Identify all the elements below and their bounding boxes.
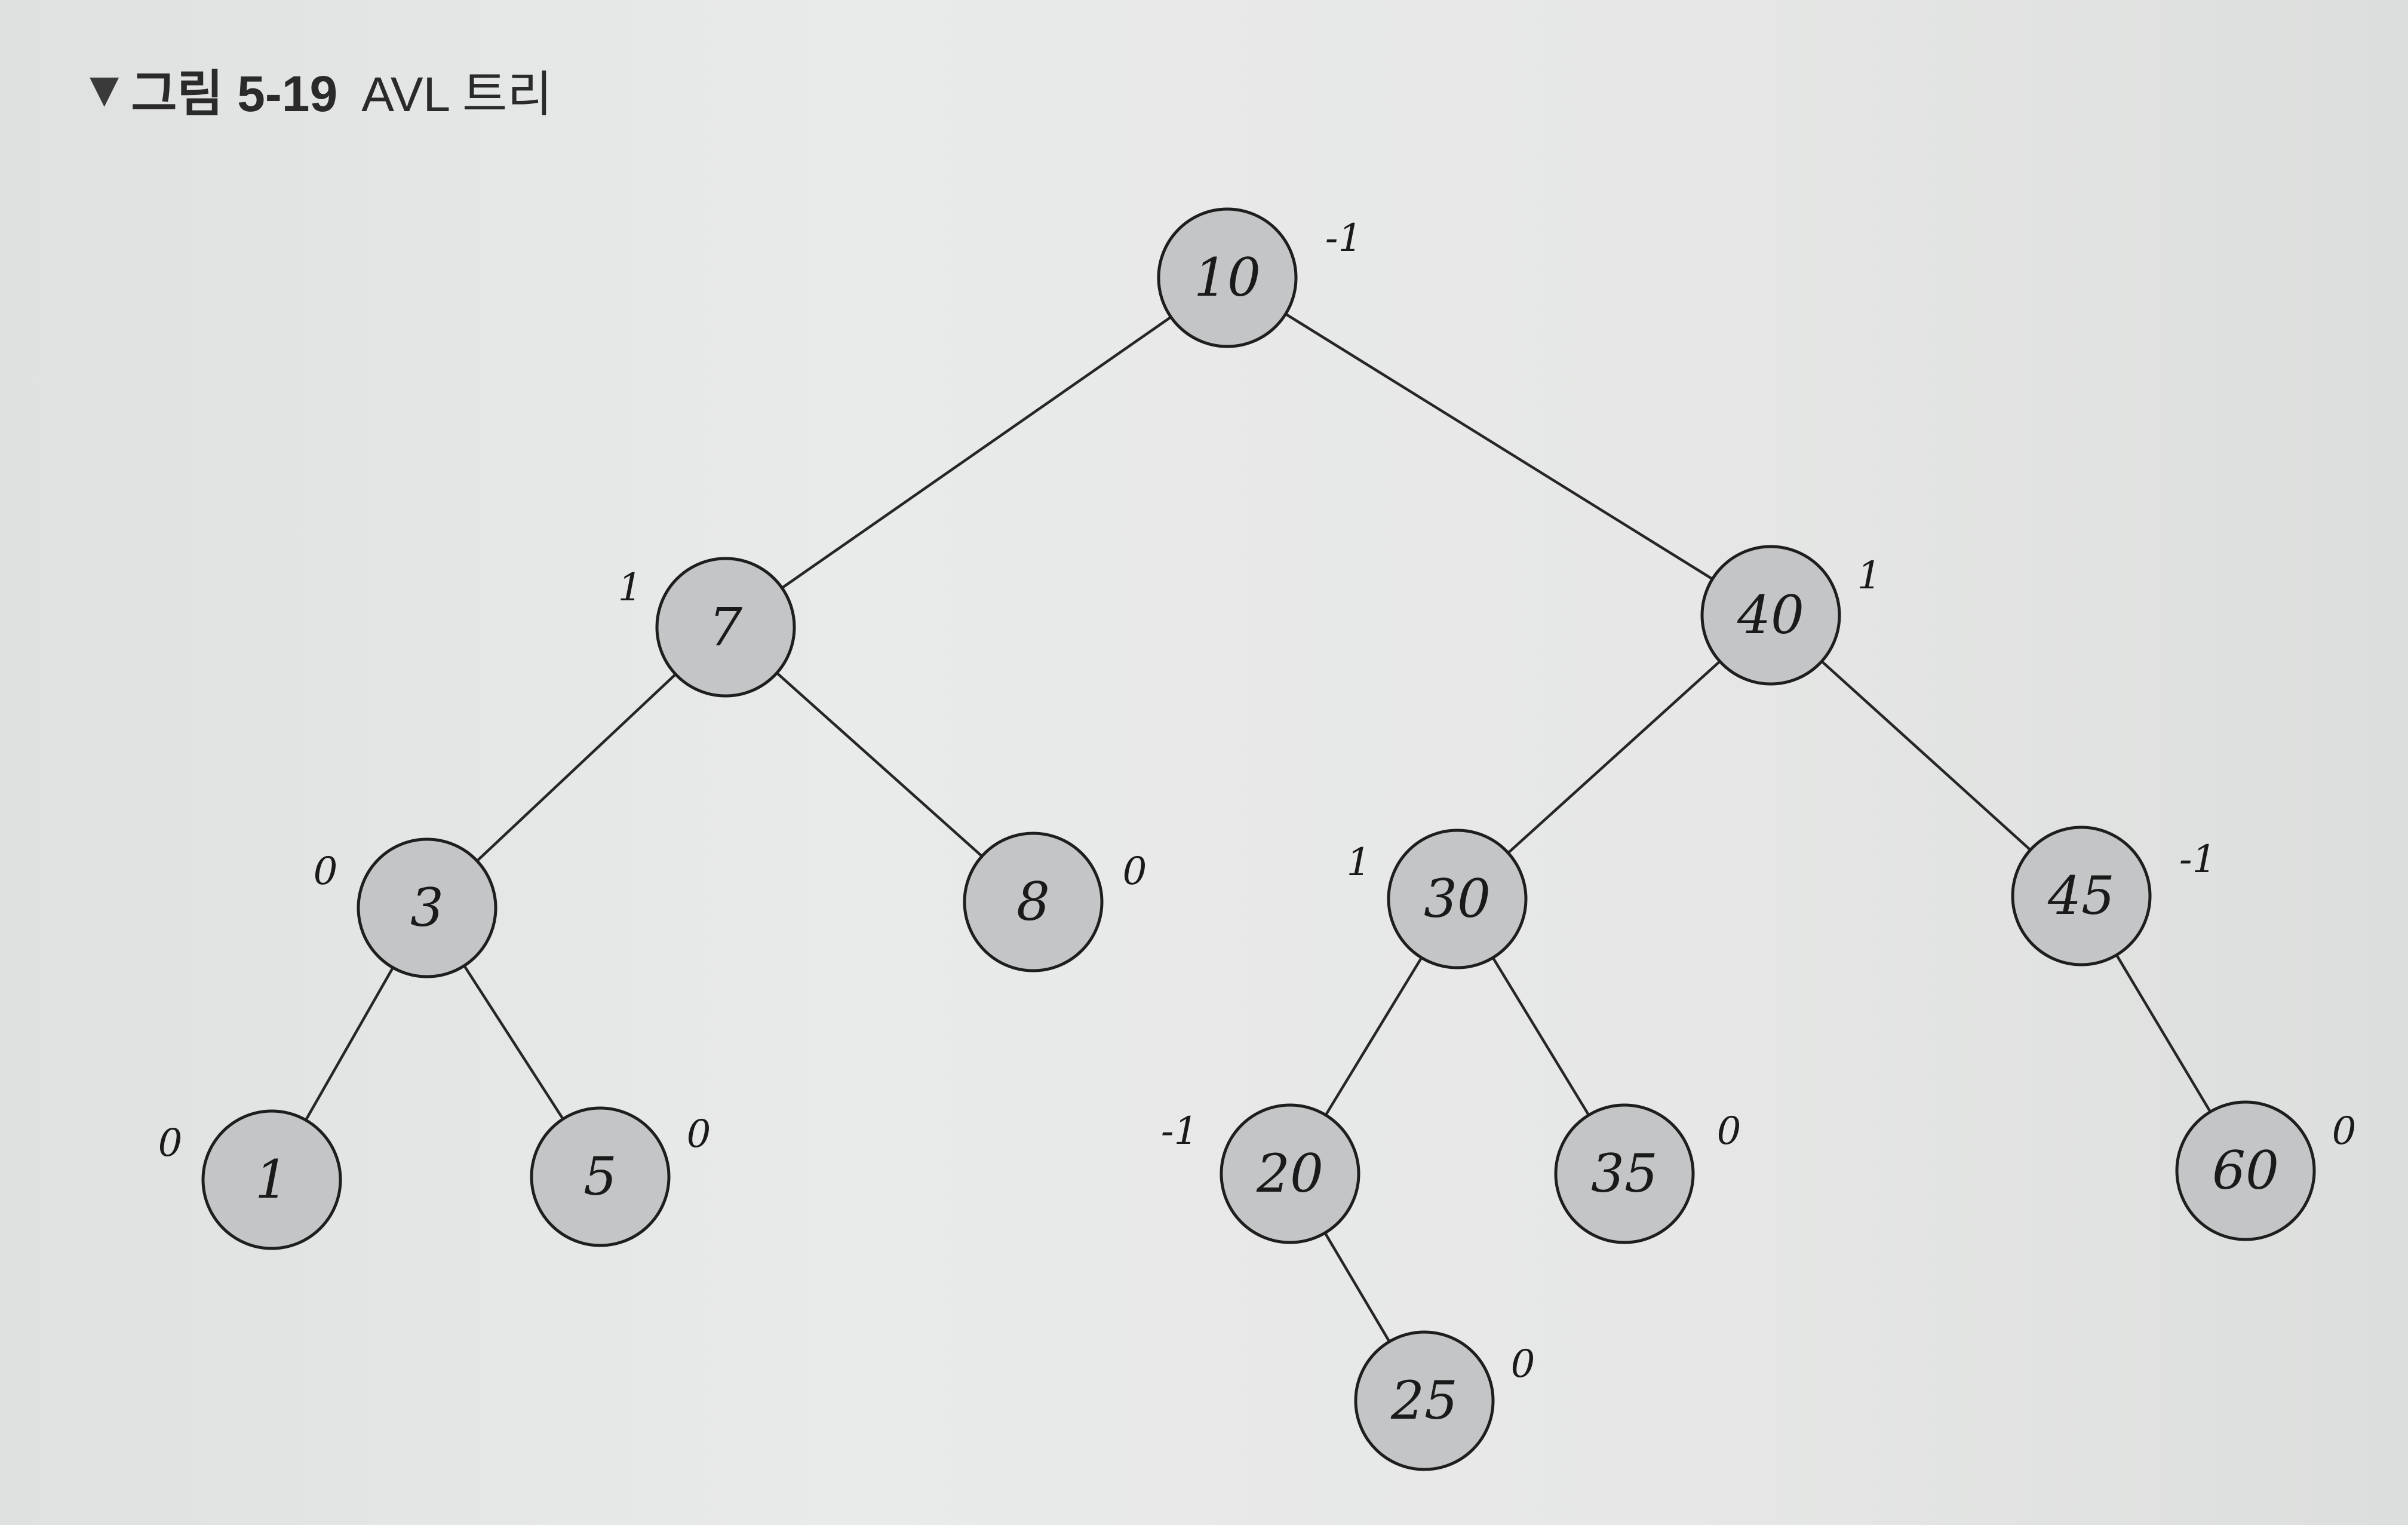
node-key-label: 25: [1390, 1370, 1458, 1431]
tree-node: 25 0: [1354, 1330, 1535, 1471]
balance-factor-label: 1: [1347, 840, 1371, 885]
node-circle: [1157, 207, 1298, 348]
tree-edge: [305, 966, 394, 1121]
balance-factor-label: -1: [1325, 216, 1362, 260]
tree-node: 71: [618, 557, 796, 698]
node-circle: [2175, 1100, 2316, 1241]
node-circle: [1700, 545, 1841, 686]
balance-factor-label: 0: [158, 1121, 183, 1165]
tree-edge: [476, 673, 677, 862]
node-circle: [2011, 826, 2152, 966]
balance-factor-label: 0: [1123, 849, 1147, 894]
node-key-label: 30: [1424, 868, 1491, 929]
node-key-label: 35: [1591, 1143, 1658, 1204]
figure-label: 그림 5-19: [131, 65, 338, 122]
tree-node: 10: [158, 1109, 342, 1250]
tree-node: 10 -1: [1157, 207, 1362, 348]
node-circle: [963, 831, 1104, 972]
tree-edge: [1820, 660, 2032, 851]
balance-factor-label: 0: [687, 1112, 711, 1156]
node-key-label: 45: [2047, 865, 2115, 926]
tree-edge: [1491, 957, 1590, 1116]
tree-edge: [1507, 660, 1721, 854]
node-key-label: 3: [410, 877, 444, 938]
tree-edge: [463, 965, 564, 1120]
balance-factor-label: 1: [618, 566, 643, 610]
node-key-label: 7: [709, 596, 742, 658]
tree-node: 50: [530, 1106, 711, 1247]
node-key-label: 5: [583, 1146, 617, 1207]
balance-factor-label: 0: [314, 849, 338, 894]
balance-factor-label: -1: [1161, 1109, 1198, 1153]
tree-node: 60 0: [2175, 1100, 2357, 1241]
balance-factor-label: 0: [2332, 1109, 2357, 1153]
node-circle: [1354, 1330, 1495, 1471]
node-circle: [201, 1109, 342, 1250]
tree-node: 35 0: [1554, 1103, 1742, 1244]
tree-node: 30 1: [1347, 829, 1528, 969]
tree-edge: [776, 671, 983, 858]
node-key-label: 60: [2212, 1140, 2279, 1201]
figure-title: AVL 트리: [361, 67, 552, 122]
tree-edge: [2115, 954, 2212, 1113]
tree-edge: [781, 315, 1172, 590]
triangle-marker-icon: ▼: [90, 67, 119, 112]
tree-node: 40 1: [1700, 545, 1882, 686]
node-circle: [357, 837, 497, 978]
node-key-label: 20: [1256, 1143, 1323, 1204]
node-circle: [655, 557, 796, 698]
node-circle: [530, 1106, 671, 1247]
tree-node: 45 -1: [2011, 826, 2216, 966]
node-key-label: 40: [1737, 584, 1804, 646]
tree-node: 30: [314, 837, 497, 978]
balance-factor-label: 0: [1717, 1109, 1742, 1153]
tree-edge: [1285, 312, 1713, 581]
tree-edge: [1324, 957, 1423, 1116]
tree-edges: [305, 312, 2212, 1343]
tree-node: 20 -1: [1161, 1103, 1360, 1244]
node-circle: [1387, 829, 1528, 969]
node-key-label: 1: [255, 1149, 288, 1210]
node-key-label: 10: [1194, 247, 1261, 308]
node-circle: [1554, 1103, 1695, 1244]
balance-factor-label: -1: [2179, 837, 2216, 882]
balance-factor-label: 0: [1511, 1342, 1535, 1386]
node-circle: [1220, 1103, 1360, 1244]
figure-caption: ▼ 그림 5-19 AVL 트리: [90, 57, 552, 122]
tree-edge: [1323, 1232, 1391, 1343]
node-key-label: 8: [1016, 871, 1050, 932]
balance-factor-label: 1: [1857, 554, 1882, 598]
